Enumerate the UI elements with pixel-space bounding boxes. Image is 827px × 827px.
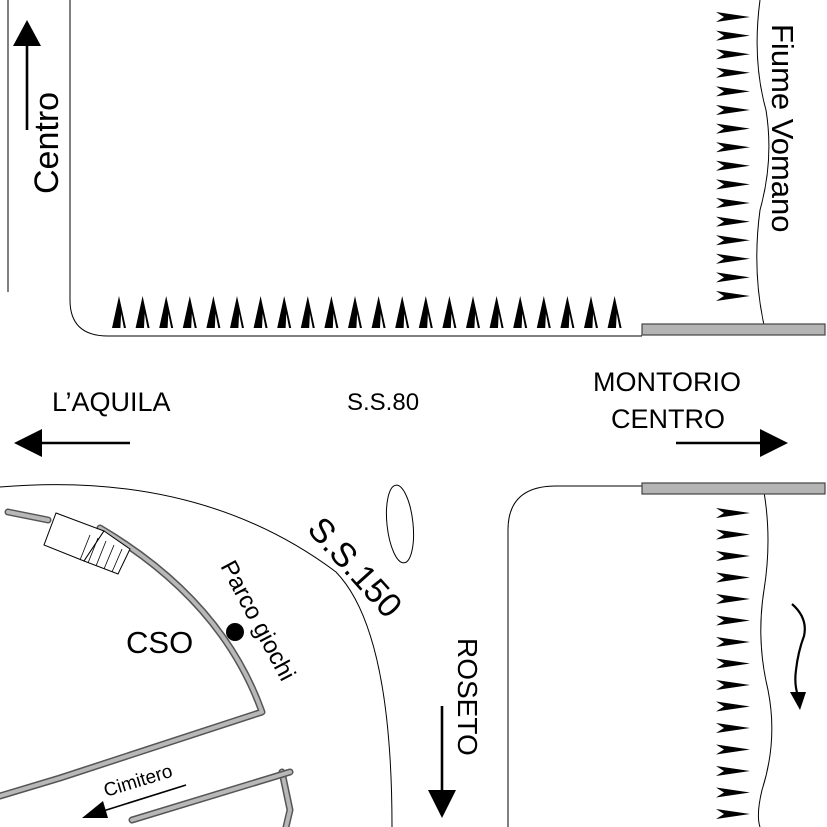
arrow-cimitero-icon: [82, 784, 187, 818]
triangle-tree-icon: [584, 296, 598, 328]
road-centro-right-edge: [69, 0, 642, 337]
triangle-tree-icon: [466, 296, 480, 328]
triangle-tree-icon: [324, 296, 339, 328]
label-roseto: ROSETO: [452, 638, 483, 756]
triangle-tree-icon: [716, 766, 750, 776]
label-aquila: L’AQUILA: [52, 387, 171, 417]
triangle-tree-icon: [112, 296, 126, 328]
triangle-tree-icon: [716, 123, 750, 134]
road-ss80-south-edge: [0, 484, 393, 827]
label-ss150: S.S.150: [300, 510, 409, 625]
triangle-tree-icon: [716, 744, 750, 755]
river-fiume-vomano: [641, 0, 826, 827]
triangle-tree-icon: [418, 296, 433, 328]
triangle-tree-icon: [253, 296, 268, 328]
bridge-north: [641, 323, 826, 336]
label-parco-giochi: Parco giochi: [215, 556, 301, 685]
triangle-tree-icon: [716, 235, 750, 246]
arrow-right-icon: [676, 429, 788, 457]
label-fiume-vomano: Fiume Vomano: [765, 24, 800, 233]
triangle-tree-icon: [159, 296, 174, 328]
triangle-tree-icon: [716, 809, 750, 819]
triangle-tree-icon: [716, 86, 750, 97]
arrow-up-icon: [13, 20, 41, 130]
triangle-tree-icon: [716, 508, 750, 518]
triangle-tree-icon: [716, 551, 750, 561]
road-roseto-right-edge: [507, 485, 642, 827]
triangle-tree-icon: [716, 105, 750, 115]
triangle-tree-icon: [716, 637, 750, 647]
triangle-tree-icon: [716, 594, 750, 604]
arrow-down-icon: [428, 706, 456, 818]
tree-row-river-north: [716, 12, 750, 301]
triangle-tree-icon: [716, 30, 750, 41]
road-network: [0, 0, 642, 827]
triangle-tree-icon: [716, 723, 750, 733]
label-centro-dest: CENTRO: [611, 404, 725, 434]
triangle-tree-icon: [230, 296, 244, 328]
triangle-tree-icon: [716, 142, 750, 153]
curved-arrow-icon: [790, 603, 806, 710]
triangle-tree-icon: [607, 296, 622, 328]
triangle-tree-icon: [536, 296, 551, 328]
triangle-tree-icon: [716, 198, 750, 208]
label-cso[interactable]: CSO: [126, 625, 193, 660]
triangle-tree-icon: [716, 701, 750, 712]
label-centro: Centro: [28, 92, 66, 194]
triangle-tree-icon: [716, 216, 750, 227]
triangle-tree-icon: [716, 658, 750, 669]
dot-marker-icon[interactable]: [226, 623, 244, 641]
triangle-tree-icon: [135, 296, 150, 328]
triangle-tree-icon: [716, 253, 750, 264]
label-ss80: S.S.80: [347, 389, 419, 416]
tree-row-river-south: [716, 508, 750, 819]
triangle-tree-icon: [182, 296, 197, 328]
traffic-island: [385, 484, 415, 564]
triangle-tree-icon: [300, 296, 315, 328]
arrow-left-icon: [14, 429, 130, 457]
triangle-tree-icon: [277, 296, 292, 328]
triangle-tree-icon: [716, 272, 750, 283]
label-cimitero: Cimitero: [101, 761, 175, 802]
triangle-tree-icon: [442, 296, 457, 328]
triangle-tree-icon: [716, 12, 750, 22]
triangle-tree-icon: [489, 296, 504, 328]
triangle-tree-icon: [716, 680, 750, 690]
entrance-stairs: [43, 512, 131, 575]
triangle-tree-icon: [716, 529, 750, 540]
triangle-tree-icon: [206, 296, 221, 328]
tree-row-north: [112, 296, 622, 328]
label-montorio: MONTORIO: [593, 367, 741, 397]
triangle-tree-icon: [395, 296, 410, 328]
triangle-tree-icon: [716, 49, 750, 60]
triangle-tree-icon: [513, 296, 528, 328]
triangle-tree-icon: [716, 291, 750, 301]
triangle-tree-icon: [716, 615, 750, 626]
triangle-tree-icon: [716, 572, 750, 583]
river-bank-north: [756, 0, 770, 326]
boundary-walls: [0, 508, 294, 827]
bridge-south: [641, 482, 826, 495]
triangle-tree-icon: [716, 787, 750, 798]
triangle-tree-icon: [716, 67, 750, 78]
triangle-tree-icon: [560, 296, 575, 328]
river-bank-south: [757, 491, 773, 827]
triangle-tree-icon: [348, 296, 362, 328]
triangle-tree-icon: [716, 179, 750, 190]
triangle-tree-icon: [371, 296, 386, 328]
triangle-tree-icon: [716, 160, 750, 171]
